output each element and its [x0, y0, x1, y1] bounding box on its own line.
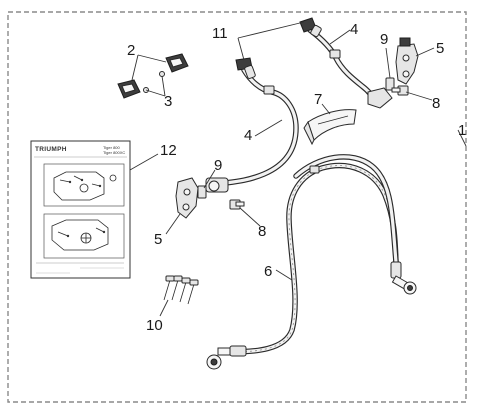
callout-8-left: 8	[258, 223, 266, 240]
callout-12: 12	[160, 142, 177, 159]
instruction-sheet: TRIUMPH Tiger 800 Tiger 800XC	[30, 140, 131, 279]
callout-9-left: 9	[214, 157, 222, 174]
callout-5-right: 5	[436, 40, 444, 57]
callout-4-right: 4	[350, 21, 358, 38]
bracket-5-left	[175, 177, 199, 219]
housing-2-right	[165, 53, 189, 73]
kit-boundary-frame	[7, 11, 467, 403]
callout-9-right: 9	[380, 31, 388, 48]
callout-3: 3	[164, 93, 172, 110]
housing-2-left	[117, 79, 141, 99]
screws-10	[163, 275, 199, 305]
spacer-9-left	[197, 185, 207, 199]
cable-6	[206, 154, 417, 370]
callout-8-right: 8	[432, 95, 440, 112]
instruction-sheet-model-2: Tiger 800XC	[103, 150, 125, 155]
bolt-8-right	[391, 85, 409, 96]
grommet-3-right	[159, 71, 165, 77]
callout-7: 7	[314, 91, 322, 108]
callout-6: 6	[264, 263, 272, 280]
callout-11: 11	[212, 25, 228, 42]
cable-4-right	[299, 17, 393, 109]
callout-5-left: 5	[154, 231, 162, 248]
instruction-sheet-brand: TRIUMPH	[35, 146, 67, 153]
leader-lines	[129, 21, 467, 317]
callout-2: 2	[127, 42, 135, 59]
instruction-sheet-model-1: Tiger 800	[103, 145, 121, 150]
bolt-8-left	[229, 199, 245, 210]
callout-1: 1	[458, 122, 466, 139]
cable-4-left	[205, 57, 299, 193]
bracket-5-right	[395, 37, 419, 85]
callout-10: 10	[146, 317, 163, 334]
callout-4-left: 4	[244, 127, 252, 144]
cover-7	[303, 109, 357, 146]
